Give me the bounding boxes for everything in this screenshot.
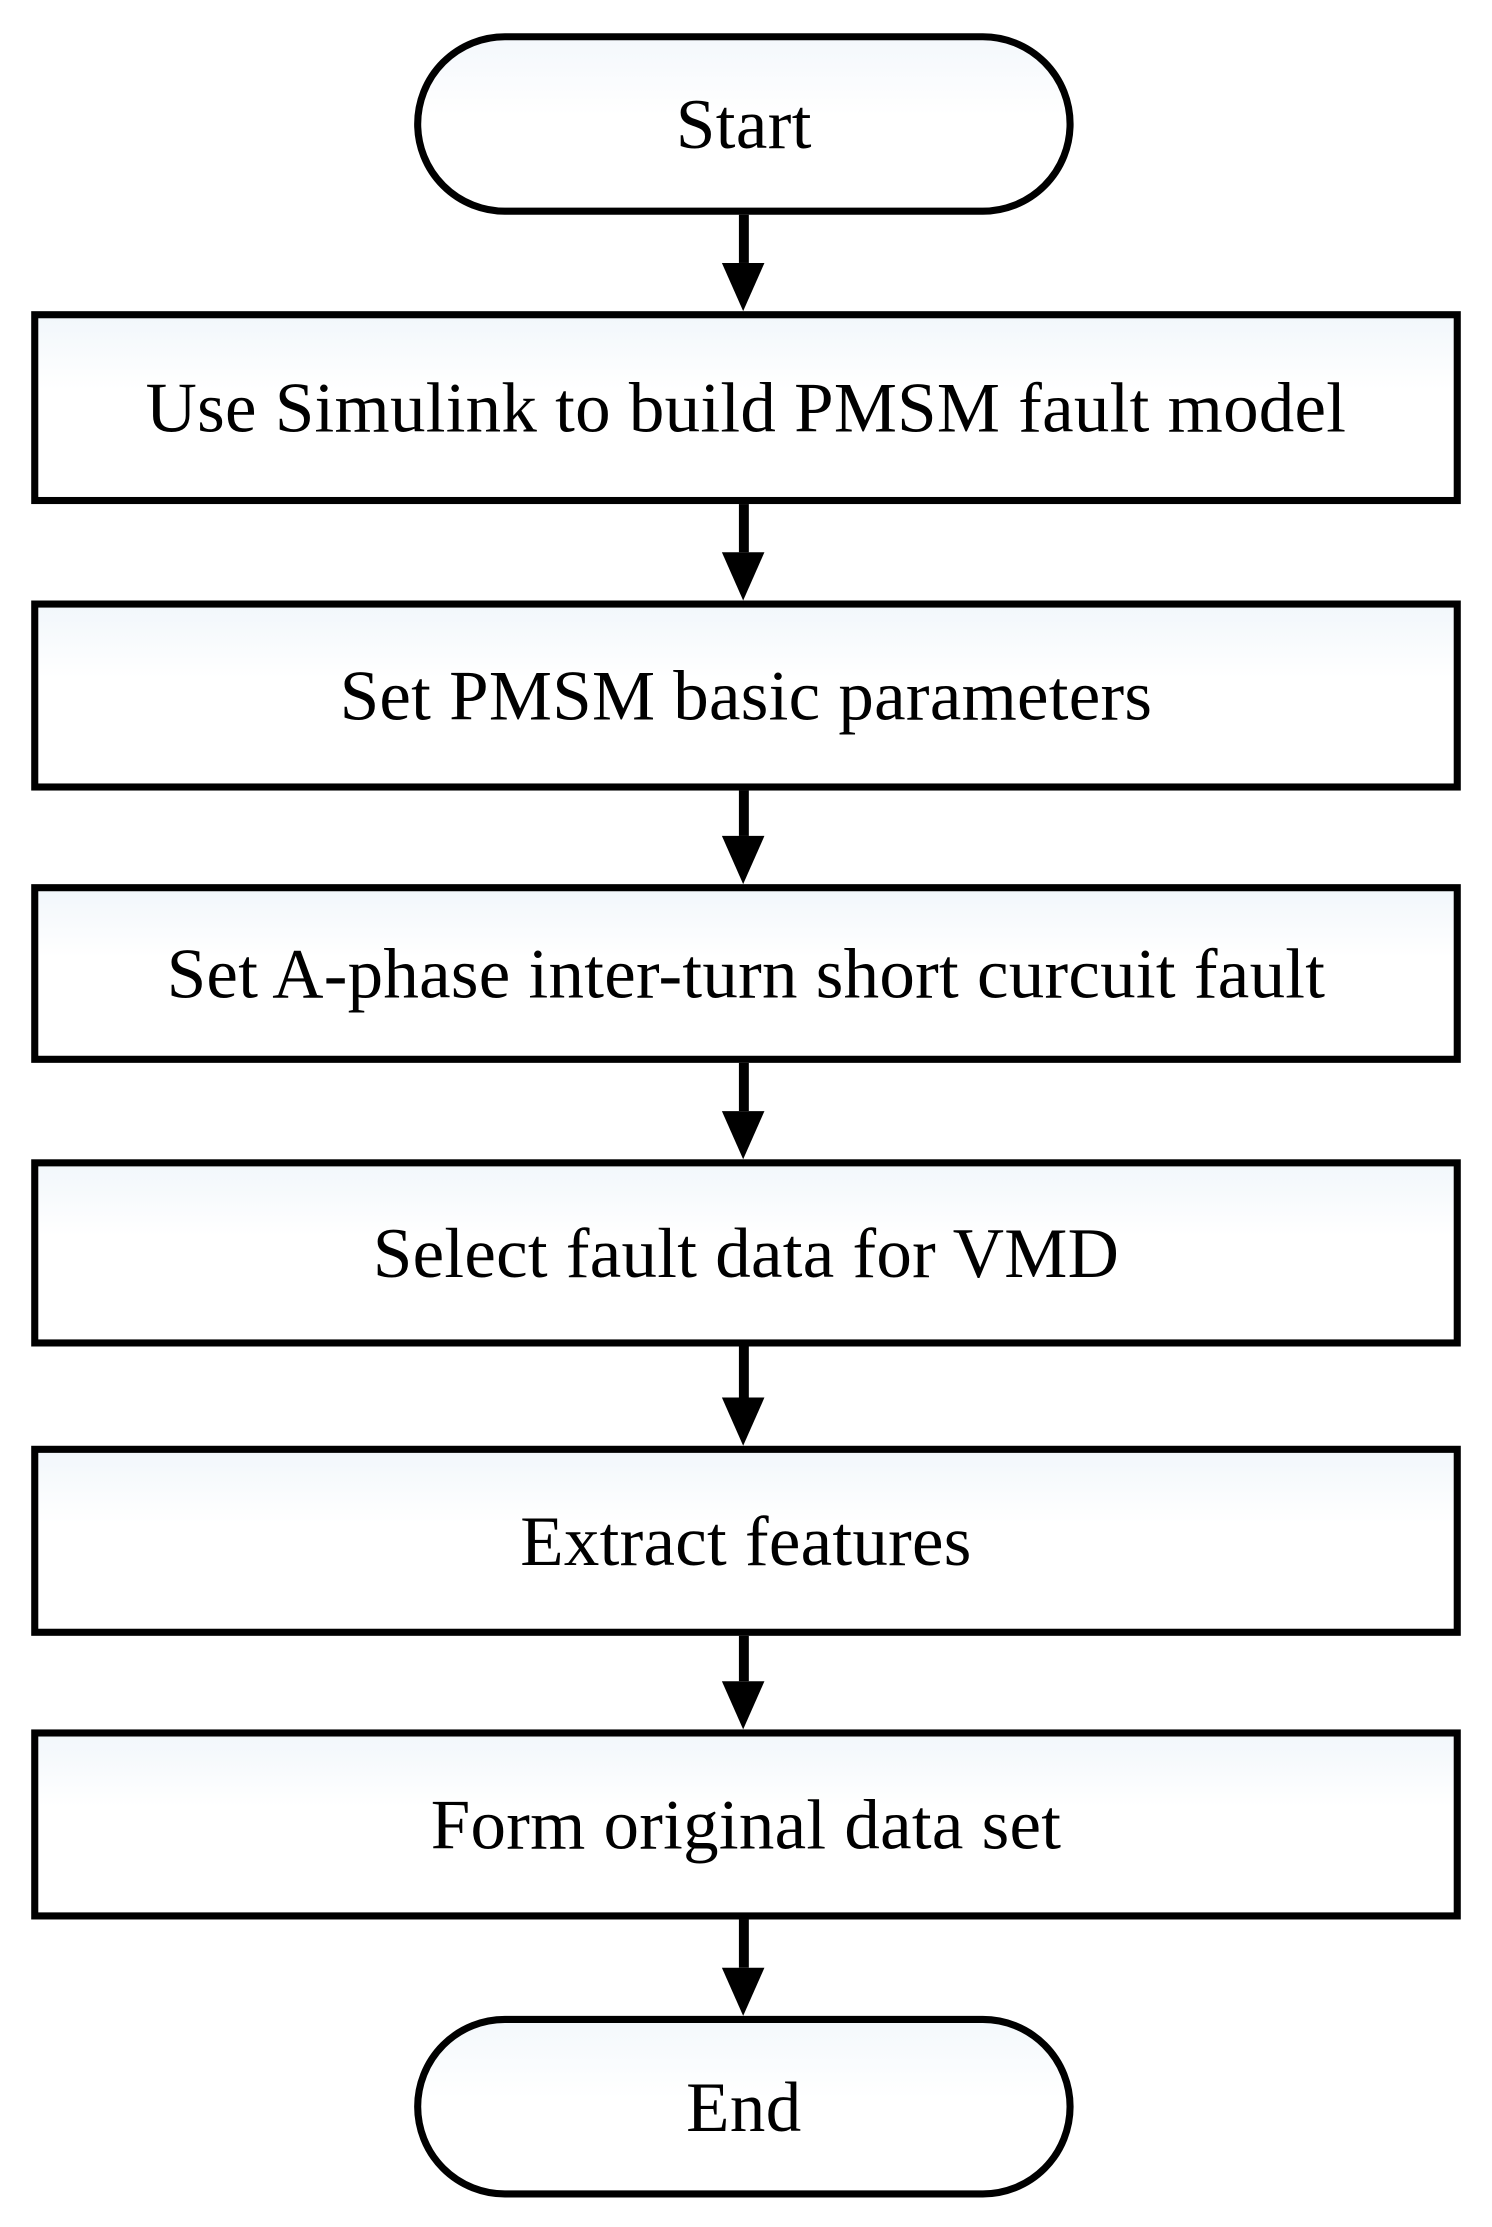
connector-line — [738, 1635, 749, 1681]
arrowhead-icon — [721, 551, 765, 601]
node-form-original-data-set-label: Form original data set — [430, 1783, 1062, 1864]
arrowhead-icon — [721, 1397, 765, 1446]
node-set-a-phase-inter-turn-fault-label: Set A-phase inter-turn short curcuit fau… — [166, 932, 1326, 1013]
connector-line — [738, 214, 749, 263]
node-extract-features-label: Extract features — [520, 1499, 972, 1580]
node-set-a-phase-inter-turn-fault[interactable]: Set A-phase inter-turn short curcuit fau… — [31, 883, 1461, 1063]
node-start[interactable]: Start — [414, 32, 1074, 215]
arrowhead-icon — [721, 1967, 765, 2016]
connector-line — [738, 1919, 749, 1968]
node-start-label: Start — [675, 83, 812, 164]
connector-line — [738, 1346, 749, 1398]
node-end[interactable]: End — [414, 2015, 1074, 2198]
connector-line — [738, 790, 749, 836]
node-form-original-data-set[interactable]: Form original data set — [31, 1729, 1461, 1920]
node-set-pmsm-basic-parameters-label: Set PMSM basic parameters — [339, 654, 1153, 735]
connector-line — [738, 1062, 749, 1111]
connector-line — [738, 503, 749, 552]
node-select-fault-data-for-vmd[interactable]: Select fault data for VMD — [31, 1158, 1461, 1347]
node-end-label: End — [686, 2066, 802, 2146]
node-set-pmsm-basic-parameters[interactable]: Set PMSM basic parameters — [31, 600, 1461, 791]
node-build-pmsm-fault-model-label: Use Simulink to build PMSM fault model — [145, 366, 1347, 447]
arrowhead-icon — [721, 835, 765, 884]
arrowhead-icon — [721, 1110, 765, 1159]
node-extract-features[interactable]: Extract features — [31, 1445, 1461, 1636]
node-build-pmsm-fault-model[interactable]: Use Simulink to build PMSM fault model — [31, 310, 1461, 504]
arrowhead-icon — [721, 1680, 765, 1730]
node-select-fault-data-for-vmd-label: Select fault data for VMD — [372, 1212, 1120, 1292]
arrowhead-icon — [721, 262, 765, 311]
